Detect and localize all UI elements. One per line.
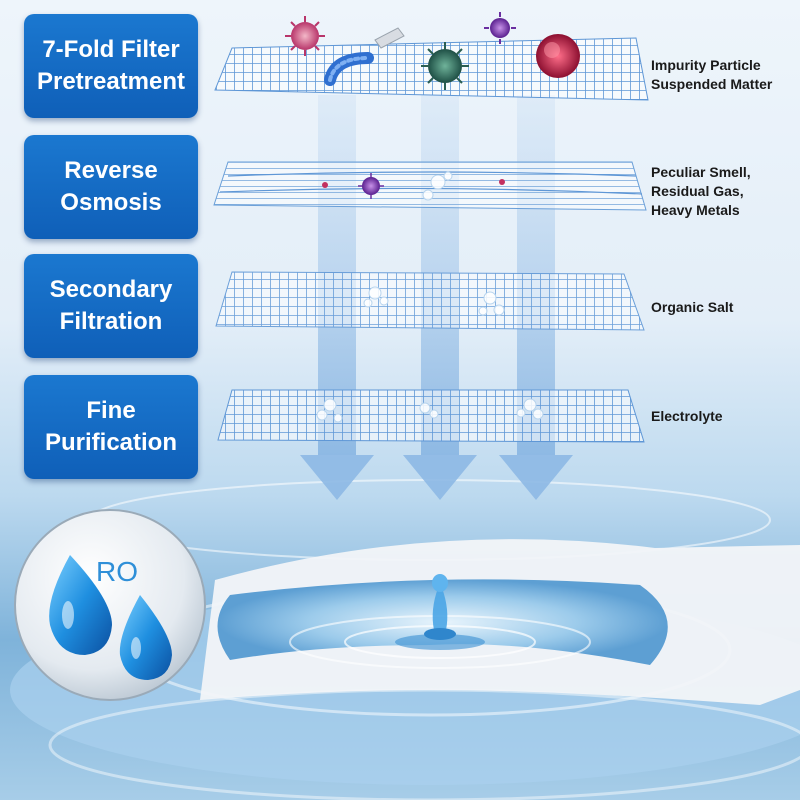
filter-layer-3 (215, 271, 645, 331)
contaminant-dots-layer-2 (322, 173, 505, 199)
removed-label-layer-4: Electrolyte (651, 408, 723, 424)
stage-box-reverse-osmosis: Reverse Osmosis (24, 135, 198, 239)
stage-label-line2: Pretreatment (36, 68, 186, 95)
water-drop-icon-small (119, 595, 172, 680)
ro-badge (14, 509, 206, 701)
dust-particle-icon (374, 27, 405, 49)
removed-label-layer-3: Organic Salt (651, 299, 734, 315)
stage-label-line2: Osmosis (60, 189, 162, 216)
ro-membrane-sheet (200, 539, 800, 705)
stage-box-fine-purification: Fine Purification (24, 375, 198, 479)
stage-label-line1: Fine (86, 397, 136, 424)
germ-icon-red (536, 34, 580, 78)
bacteria-icon-blue (324, 52, 374, 86)
germ-icon-pink (285, 16, 325, 56)
water-drop-icon-large (49, 555, 112, 655)
germ-icon-purple (484, 12, 516, 44)
water-bubbles (316, 171, 544, 423)
filter-layer-2 (213, 161, 647, 211)
ro-badge-label: RO (96, 556, 138, 587)
water-droplet-icon (424, 574, 456, 640)
stage-label-line1: Reverse (64, 157, 158, 184)
stage-label-line1: Secondary (49, 276, 173, 303)
stage-box-secondary-filtration: Secondary Filtration (24, 254, 198, 358)
stage-label-line1: 7-Fold Filter (42, 36, 180, 63)
removed-label-layer-1: Impurity Particle Suspended Matter (651, 57, 773, 92)
stage-box-pretreatment: 7-Fold Filter Pretreatment (24, 14, 198, 118)
removed-label-layer-2: Peculiar Smell, Residual Gas, Heavy Meta… (651, 164, 751, 218)
germ-icon-green (421, 42, 469, 90)
stage-label-line2: Filtration (59, 308, 163, 335)
stage-label-line2: Purification (44, 429, 177, 456)
